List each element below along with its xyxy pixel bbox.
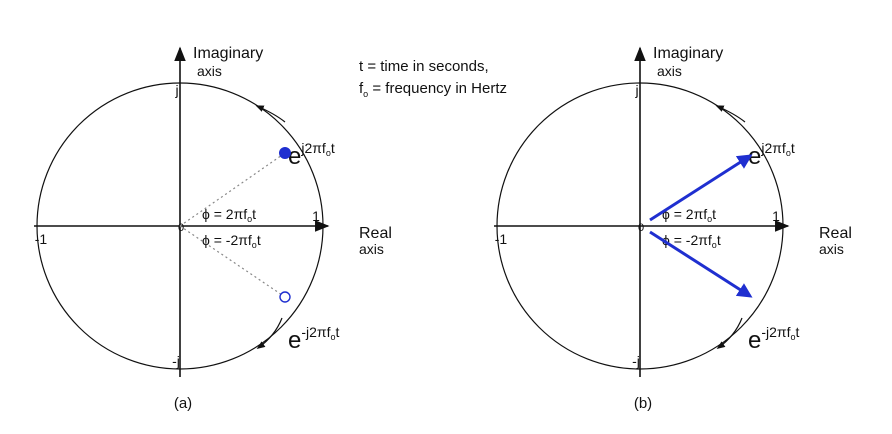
tick-j: j — [174, 82, 178, 98]
imaginary-axis-title: Imaginary — [653, 45, 723, 62]
tick-neg-one: -1 — [495, 231, 508, 247]
dotted-radius-positive — [179, 152, 286, 227]
tick-j: j — [634, 82, 638, 98]
legend-frequency-text: = frequency in Hertz — [368, 80, 508, 97]
imaginary-axis-subtitle: axis — [197, 63, 222, 79]
real-axis-title: Real — [359, 225, 392, 242]
phasor-arrow-negative — [649, 230, 753, 298]
exp-label-negative: e-j2πfot — [288, 324, 339, 354]
exp-label-negative: e-j2πfot — [748, 324, 799, 354]
exp-label-positive: ej2πfot — [288, 140, 335, 170]
tick-one: 1 — [772, 208, 780, 224]
rotation-arrow-cw — [256, 317, 283, 349]
exp-label-positive: ej2πfot — [748, 140, 795, 170]
phase-label-positive: ϕ = 2πfot — [662, 206, 716, 224]
phase-label-negative: ϕ = -2πfot — [202, 232, 261, 250]
legend-frequency: fo = frequency in Hertz — [359, 80, 507, 99]
rotation-arrow-cw — [716, 317, 743, 349]
legend-f: f — [359, 80, 364, 97]
phasor-dot-positive — [279, 147, 291, 159]
imaginary-axis-subtitle: axis — [657, 63, 682, 79]
panel-caption: (a) — [174, 395, 192, 412]
tick-neg-one: -1 — [35, 231, 48, 247]
rotation-arrow-ccw — [255, 105, 286, 123]
origin-label: 0 — [178, 222, 184, 234]
legend-f-sub: o — [363, 89, 369, 99]
legend-time-text: t = time in seconds, — [359, 58, 489, 75]
phasor-arrow-positive — [649, 154, 753, 222]
legend-time: t = time in seconds, — [359, 58, 489, 75]
tick-neg-j: -j — [632, 353, 640, 369]
imaginary-axis-title: Imaginary — [193, 45, 263, 62]
tick-neg-j: -j — [172, 353, 180, 369]
origin-label: 0 — [638, 222, 644, 234]
phasor-dot-negative — [279, 291, 291, 303]
tick-one: 1 — [312, 208, 320, 224]
real-axis-title: Real — [819, 225, 852, 242]
real-axis-subtitle: axis — [819, 241, 844, 257]
panel-caption: (b) — [634, 395, 652, 412]
real-axis-subtitle: axis — [359, 241, 384, 257]
rotation-arrow-ccw — [715, 105, 746, 123]
phase-label-negative: ϕ = -2πfot — [662, 232, 721, 250]
dotted-radius-negative — [179, 225, 286, 298]
phase-label-positive: ϕ = 2πfot — [202, 206, 256, 224]
